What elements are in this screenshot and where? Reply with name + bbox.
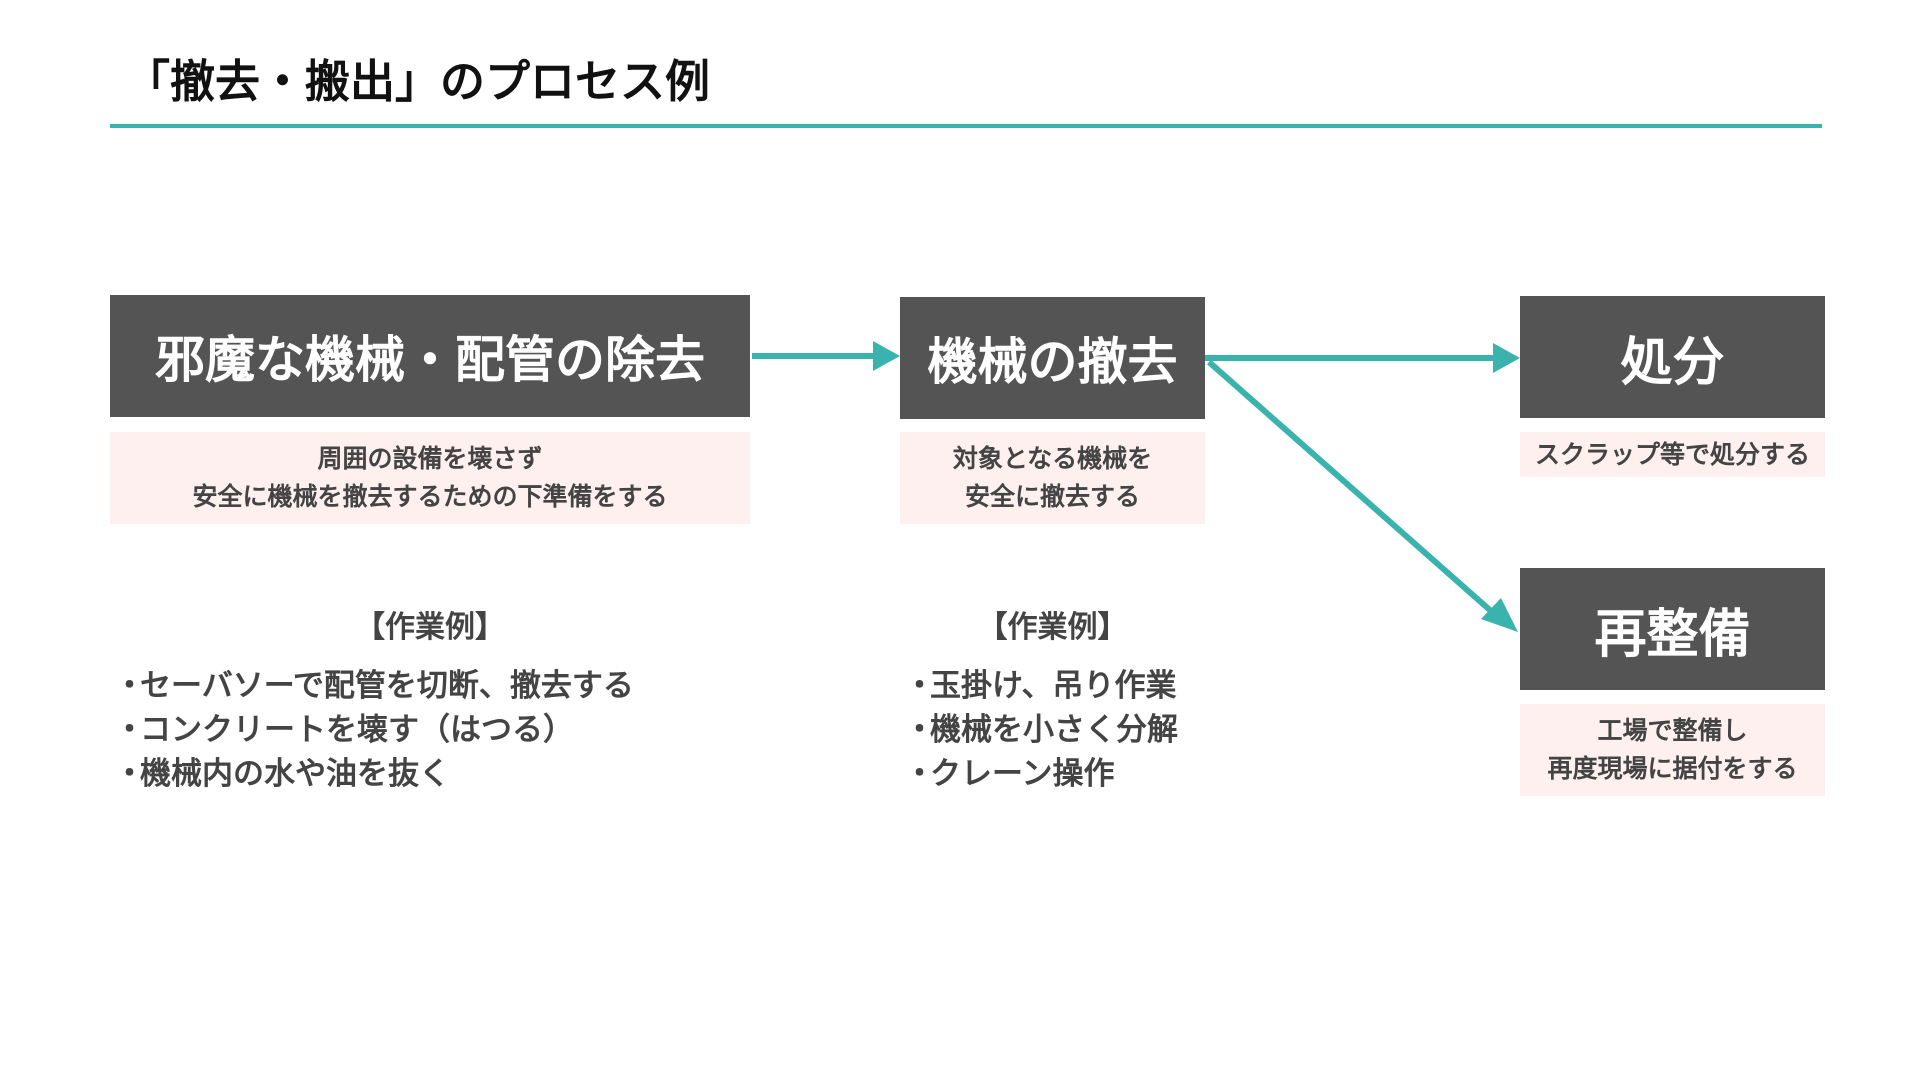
list-item: ・クレーン操作	[904, 752, 1178, 796]
step-box-disposal: 処分	[1520, 296, 1825, 418]
list-item-text: 機械を小さく分解	[930, 712, 1178, 748]
title-underline	[110, 124, 1822, 128]
list-item: ・機械内の水や油を抜く	[114, 752, 634, 796]
bullet: ・	[114, 668, 145, 704]
step-desc-line: 周囲の設備を壊さず	[317, 444, 543, 473]
list-item-text: 機械内の水や油を抜く	[140, 756, 450, 792]
bullet: ・	[114, 756, 145, 792]
arrow-step2-to-reconditioning	[1207, 359, 1518, 632]
step-desc-line: スクラップ等で処分する	[1534, 439, 1810, 469]
list-item: ・コンクリートを壊す（はつる）	[114, 708, 634, 752]
list-item: ・セーバソーで配管を切断、撤去する	[114, 664, 634, 708]
bullet: ・	[904, 712, 935, 748]
step-label: 邪魔な機械・配管の除去	[155, 331, 705, 389]
list-item-text: 玉掛け、吊り作業	[930, 668, 1177, 704]
examples-list: ・セーバソーで配管を切断、撤去する ・コンクリートを壊す（はつる） ・機械内の水…	[114, 664, 634, 796]
step-label: 機械の撤去	[927, 333, 1178, 391]
step-desc-line: 再度現場に据付をする	[1547, 754, 1798, 783]
step-box-removal-prep: 邪魔な機械・配管の除去	[110, 295, 750, 417]
step-desc-machine-removal: 対象となる機械を 安全に撤去する	[900, 432, 1205, 524]
bullet: ・	[904, 756, 935, 792]
step-desc-line: 安全に撤去する	[964, 482, 1140, 511]
bullet: ・	[114, 712, 145, 748]
list-item-text: クレーン操作	[930, 756, 1115, 792]
step-desc-disposal: スクラップ等で処分する	[1520, 432, 1825, 477]
step-desc-line: 安全に機械を撤去するための下準備をする	[192, 482, 668, 511]
list-item: ・玉掛け、吊り作業	[904, 664, 1178, 708]
step-desc-reconditioning: 工場で整備し 再度現場に据付をする	[1520, 704, 1825, 796]
step-desc-line: 対象となる機械を	[952, 444, 1153, 473]
page-title: 「撤去・搬出」のプロセス例	[125, 55, 711, 108]
arrow-step2-to-disposal	[1205, 343, 1520, 373]
step-label: 再整備	[1594, 604, 1751, 665]
step-box-machine-removal: 機械の撤去	[900, 297, 1205, 419]
arrow-step1-to-step2	[752, 341, 900, 371]
examples-heading: 【作業例】	[977, 610, 1128, 645]
step-box-reconditioning: 再整備	[1520, 568, 1825, 690]
list-item-text: セーバソーで配管を切断、撤去する	[140, 668, 634, 704]
examples-list: ・玉掛け、吊り作業 ・機械を小さく分解 ・クレーン操作	[904, 664, 1178, 796]
list-item: ・機械を小さく分解	[904, 708, 1178, 752]
bullet: ・	[904, 668, 935, 704]
step-label: 処分	[1620, 332, 1725, 393]
step-desc-line: 工場で整備し	[1597, 716, 1748, 745]
step-desc-removal-prep: 周囲の設備を壊さず 安全に機械を撤去するための下準備をする	[110, 432, 750, 524]
examples-heading: 【作業例】	[355, 610, 505, 645]
list-item-text: コンクリートを壊す（はつる）	[140, 712, 574, 748]
